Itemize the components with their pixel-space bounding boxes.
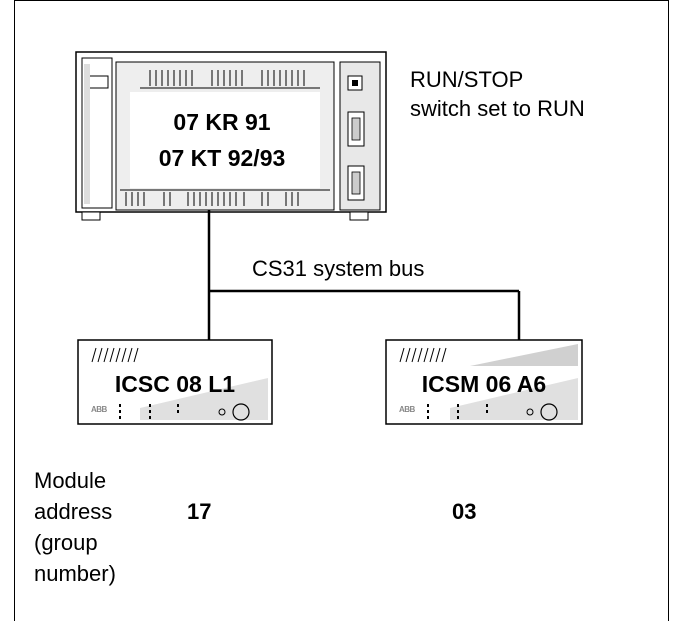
plc-model-line1: 07 KR 91 <box>173 109 271 135</box>
module-icsc <box>77 339 273 425</box>
cs31-bus-lines <box>207 210 521 340</box>
abb-logo-module-2: ABB <box>399 405 415 414</box>
address-caption-line2: address <box>34 499 113 524</box>
plc-model-line2: 07 KT 92/93 <box>158 145 286 171</box>
module-icsm <box>385 339 583 425</box>
module-address-1: 17 <box>187 499 212 524</box>
plc-unit <box>75 51 387 221</box>
switch-note-line2: switch set to RUN <box>410 96 585 121</box>
module-name-2: ICSM 06 A6 <box>421 371 547 397</box>
address-caption-line4: number) <box>34 561 116 586</box>
address-caption-line3: (group <box>34 530 98 555</box>
diagram-frame <box>14 0 669 621</box>
module-address-2: 03 <box>452 499 477 524</box>
bus-label: CS31 system bus <box>252 256 425 281</box>
address-caption-line1: Module <box>34 468 107 493</box>
abb-logo-module-1: ABB <box>91 405 107 414</box>
module-name-1: ICSC 08 L1 <box>114 371 236 397</box>
switch-note-line1: RUN/STOP <box>410 67 524 92</box>
